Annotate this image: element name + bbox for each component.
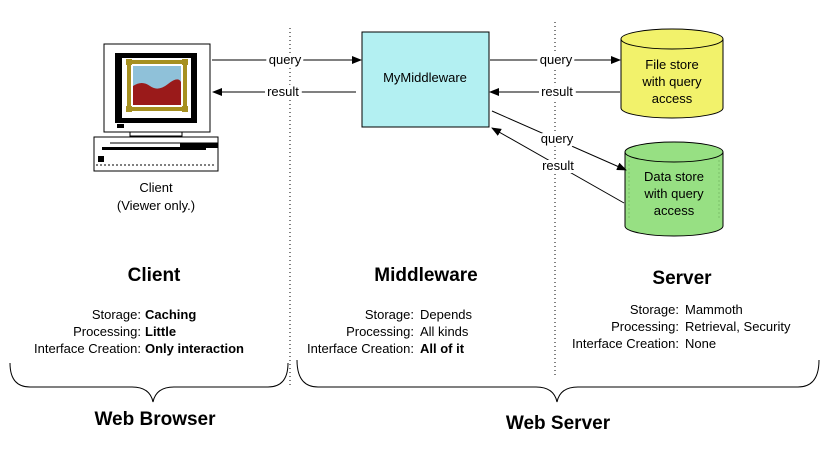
middleware-interface-value: All of it xyxy=(420,341,465,356)
file-store-line1: File store xyxy=(645,57,698,72)
label-client-result: result xyxy=(267,84,299,99)
server-interface-label: Interface Creation: xyxy=(572,336,679,351)
server-processing-value: Retrieval, Security xyxy=(685,319,791,334)
data-store-line1: Data store xyxy=(644,169,704,184)
client-storage-value: Caching xyxy=(145,307,196,322)
file-store-line2: with query xyxy=(641,74,702,89)
server-interface-value: None xyxy=(685,336,716,351)
web-server-brace xyxy=(296,359,820,403)
middleware-title: Middleware xyxy=(374,265,477,286)
middleware-properties: Storage: Depends Processing: All kinds I… xyxy=(307,307,472,356)
middleware-storage-label: Storage: xyxy=(365,307,414,322)
arrow-data-result xyxy=(491,127,625,204)
web-server-label: Web Server xyxy=(506,413,611,434)
file-store-cylinder xyxy=(620,28,724,119)
client-caption-line1: Client xyxy=(139,180,173,195)
label-client-query: query xyxy=(269,52,302,67)
computer-icon xyxy=(93,43,219,172)
middleware-processing-label: Processing: xyxy=(346,324,414,339)
server-title: Server xyxy=(652,268,712,289)
data-store-cylinder xyxy=(624,141,724,237)
client-processing-value: Little xyxy=(145,324,176,339)
web-browser-label: Web Browser xyxy=(94,409,216,430)
middleware-interface-label: Interface Creation: xyxy=(307,341,414,356)
server-properties: Storage: Mammoth Processing: Retrieval, … xyxy=(572,302,791,351)
label-data-result: result xyxy=(542,158,574,173)
server-processing-label: Processing: xyxy=(611,319,679,334)
client-interface-label: Interface Creation: xyxy=(34,341,141,356)
data-store-line2: with query xyxy=(643,186,704,201)
label-data-query: query xyxy=(541,131,574,146)
data-store-line3: access xyxy=(654,203,695,218)
client-storage-label: Storage: xyxy=(92,307,141,322)
client-processing-label: Processing: xyxy=(73,324,141,339)
middleware-box xyxy=(361,31,490,128)
label-file-result: result xyxy=(541,84,573,99)
middleware-box-label: MyMiddleware xyxy=(383,70,467,85)
web-browser-brace xyxy=(9,362,289,403)
client-caption-line2: (Viewer only.) xyxy=(117,198,195,213)
client-interface-value: Only interaction xyxy=(145,341,244,356)
label-file-query: query xyxy=(540,52,573,67)
arrow-data-query xyxy=(491,110,627,171)
server-storage-label: Storage: xyxy=(630,302,679,317)
client-properties: Storage: Caching Processing: Little Inte… xyxy=(34,307,244,356)
middleware-processing-value: All kinds xyxy=(420,324,469,339)
file-store-line3: access xyxy=(652,91,693,106)
middleware-storage-value: Depends xyxy=(420,307,473,322)
server-storage-value: Mammoth xyxy=(685,302,743,317)
picture-icon xyxy=(126,59,188,112)
client-title: Client xyxy=(128,265,181,286)
